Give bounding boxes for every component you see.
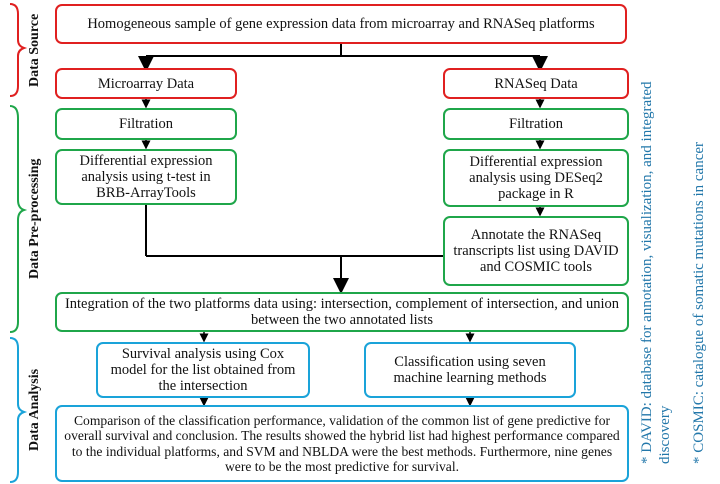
- box-de-microarray: Differential expression analysis using t…: [55, 149, 237, 205]
- box-rnaseq-data: RNASeq Data: [443, 68, 629, 99]
- section-label-data-analysis: Data Analysis: [27, 368, 42, 452]
- box-integration: Integration of the two platforms data us…: [55, 292, 629, 332]
- box-de-rnaseq: Differential expression analysis using D…: [443, 149, 629, 207]
- note-cosmic: * COSMIC: catalogue of somatic mutations…: [691, 141, 707, 464]
- note-david: * DAVID: database for annotation, visual…: [639, 81, 673, 464]
- section-label-data-preprocessing: Data Pre-processing: [27, 158, 42, 280]
- box-filtration-rnaseq: Filtration: [443, 108, 629, 140]
- brace-source: [9, 3, 28, 97]
- box-microarray-data: Microarray Data: [55, 68, 237, 99]
- box-survival-analysis: Survival analysis using Cox model for th…: [96, 342, 310, 398]
- brace-preprocessing: [9, 105, 28, 333]
- box-homogeneous-sample: Homogeneous sample of gene expression da…: [55, 4, 627, 44]
- box-comparison-conclusion: Comparison of the classification perform…: [55, 405, 629, 482]
- box-classification: Classification using seven machine learn…: [364, 342, 576, 398]
- brace-analysis: [9, 337, 28, 483]
- box-annotate-rnaseq: Annotate the RNASeq transcripts list usi…: [443, 216, 629, 286]
- section-label-data-source: Data Source: [27, 13, 42, 87]
- box-filtration-microarray: Filtration: [55, 108, 237, 140]
